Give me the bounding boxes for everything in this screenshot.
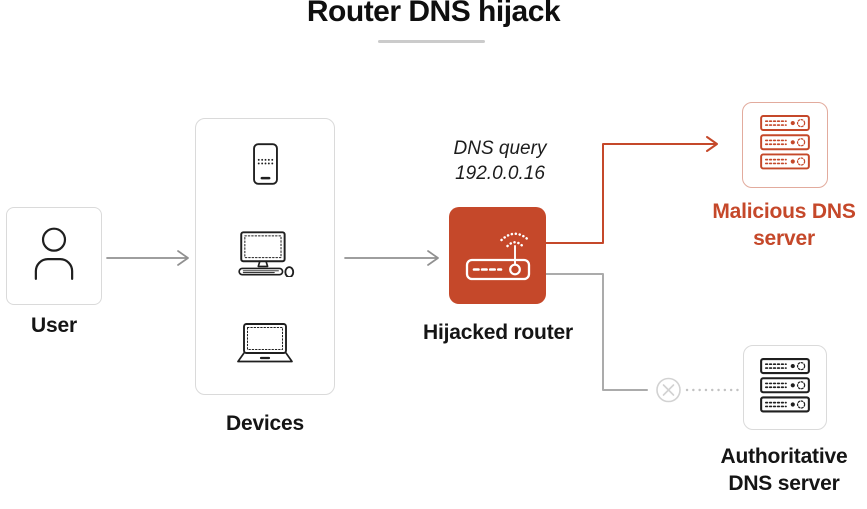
- laptop-icon: [235, 323, 295, 370]
- server-stack-icon: [760, 115, 810, 175]
- edge-devices-router: [344, 250, 439, 266]
- dns-query-annotation: DNS query 192.0.0.16: [428, 136, 572, 186]
- devices-node: [195, 118, 335, 395]
- page-title: Router DNS hijack: [306, 0, 561, 28]
- person-icon: [33, 226, 75, 287]
- dns-query-ip: 192.0.0.16: [455, 163, 545, 184]
- authoritative-dns-label: Authoritative DNS server: [720, 445, 848, 495]
- user-label: User: [31, 314, 77, 337]
- blocked-icon: [656, 377, 681, 403]
- malicious-dns-label: Malicious DNS server: [712, 200, 856, 250]
- wifi-router-icon: [465, 224, 531, 287]
- edge-router-authoritative: [545, 273, 743, 392]
- devices-label: Devices: [226, 412, 304, 435]
- dns-query-text: DNS query: [453, 138, 547, 159]
- authoritative-dns-node: [743, 345, 827, 430]
- hijacked-router-node: [449, 207, 546, 304]
- edge-user-devices: [106, 250, 189, 266]
- title-underline: [378, 40, 485, 43]
- user-node: [6, 207, 102, 305]
- desktop-computer-icon: [234, 231, 296, 282]
- edge-router-malicious: [545, 136, 718, 244]
- server-stack-icon: [760, 357, 810, 418]
- smartphone-icon: [252, 143, 278, 190]
- malicious-dns-node: [742, 102, 828, 188]
- hijacked-router-label: Hijacked router: [423, 321, 573, 344]
